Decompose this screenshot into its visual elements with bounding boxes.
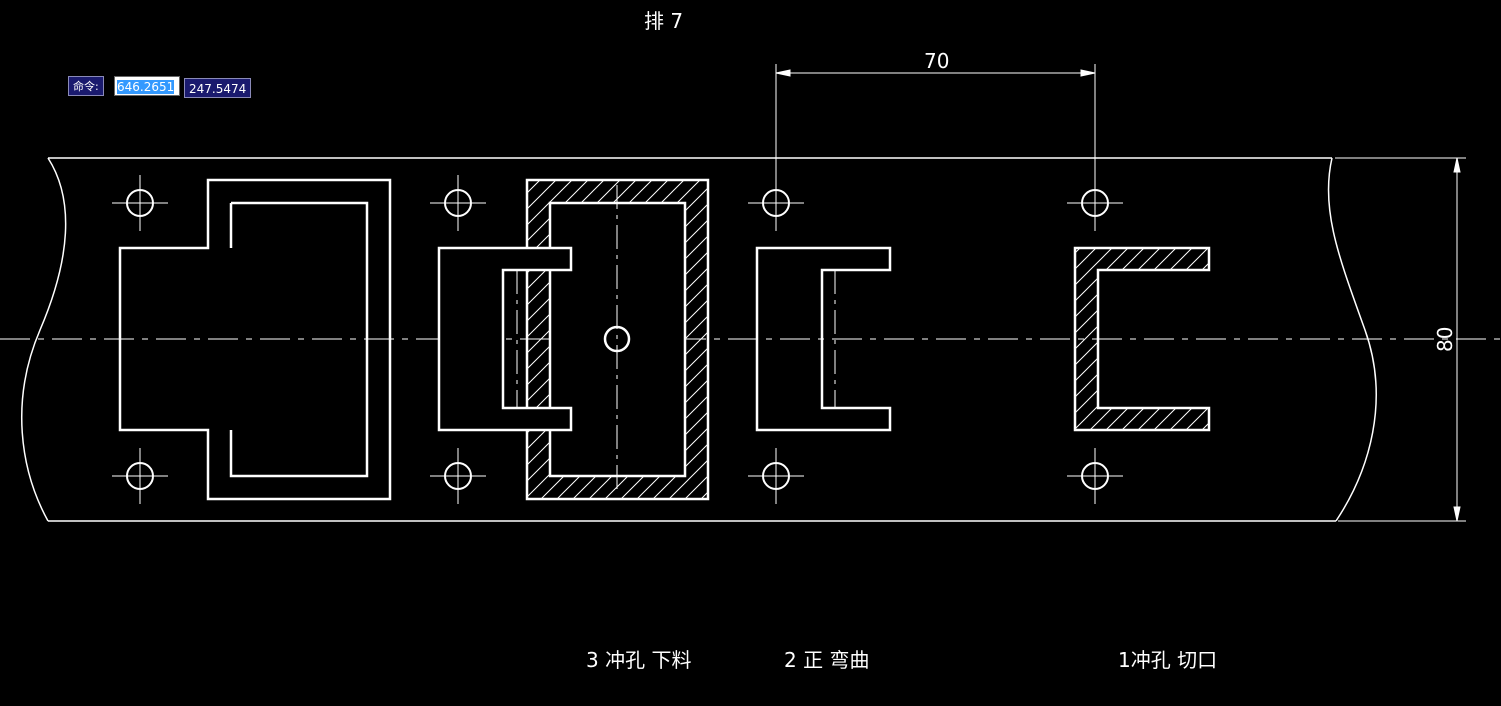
blank-shape-station1: [1073, 246, 1211, 432]
dimension-70: [775, 64, 1096, 190]
station3-label: 3 冲孔 下料: [586, 648, 691, 672]
strip-outline: [21, 157, 1377, 522]
dimension-80: [1335, 157, 1466, 522]
station2-label: 2 正 弯曲: [784, 648, 869, 672]
station1-label: 1冲孔 切口: [1118, 648, 1217, 672]
dimension-80-label: 80: [1433, 327, 1457, 352]
drawing-title: 排 7: [644, 9, 683, 33]
pilot-holes: [112, 175, 1123, 504]
blank-shape-station4: [118, 178, 392, 501]
blank-shape-station3: [437, 178, 710, 501]
blank-shape-station2: [755, 246, 892, 432]
dimension-70-label: 70: [924, 49, 949, 73]
x-coordinate-input[interactable]: 646.2651: [114, 76, 180, 96]
x-coordinate-value: 646.2651: [117, 80, 175, 94]
y-coordinate-input[interactable]: 247.5474: [184, 78, 251, 98]
command-prompt-label: 命令:: [68, 76, 104, 96]
